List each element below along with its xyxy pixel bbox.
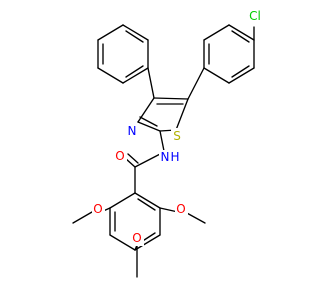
molecule-structure: Cl S N N H O O O O: [72, 8, 264, 278]
bond-line: [109, 192, 136, 209]
bond-line: [139, 116, 158, 127]
bond-line: [122, 67, 149, 84]
label-bg: [92, 201, 105, 217]
bond-line: [137, 198, 156, 211]
bond-line: [125, 65, 144, 78]
bond-line: [72, 211, 93, 224]
bond-line: [184, 211, 206, 224]
sulfur-atom-label: S: [173, 129, 181, 143]
bond-line: [231, 30, 250, 43]
bond-line: [127, 153, 139, 164]
thiazole-nitrogen-label: N: [128, 124, 137, 138]
label-bg: [126, 123, 138, 139]
bond-line: [231, 65, 250, 78]
bond-line: [187, 67, 205, 100]
carbonyl-oxygen-label: O: [115, 149, 124, 163]
atom-label-layer: Cl S N N H O O O O: [92, 8, 264, 246]
bond-line: [203, 67, 230, 84]
bond-line: [125, 30, 144, 43]
methoxy-oxygen-left-label: O: [93, 202, 102, 216]
bond-line: [153, 97, 189, 100]
bond-line: [228, 24, 255, 41]
bond-line: [134, 192, 161, 209]
bond-line: [97, 67, 124, 84]
bond-line: [137, 97, 155, 123]
methoxy-oxygen-center-label: O: [132, 231, 141, 245]
label-bg: [159, 150, 178, 165]
bond-line: [137, 121, 161, 132]
bond-line: [134, 234, 161, 251]
methoxy-oxygen-right-label: O: [176, 202, 185, 216]
bond-layer: [72, 24, 255, 278]
bond-line: [97, 24, 124, 41]
chlorine-atom-label: Cl: [249, 9, 261, 23]
bond-line: [228, 67, 255, 84]
label-bg: [175, 201, 188, 217]
bond-line: [147, 67, 155, 99]
bond-line: [203, 24, 230, 41]
bond-line: [159, 130, 165, 152]
label-bg: [171, 128, 183, 144]
label-bg: [131, 230, 144, 246]
label-bg: [114, 148, 127, 164]
bond-line: [109, 234, 136, 251]
label-bg: [246, 8, 264, 24]
amide-hydrogen-label: H: [170, 150, 179, 164]
amide-nitrogen-label: N: [161, 150, 170, 164]
bond-line: [175, 98, 189, 131]
bond-line: [122, 24, 149, 41]
